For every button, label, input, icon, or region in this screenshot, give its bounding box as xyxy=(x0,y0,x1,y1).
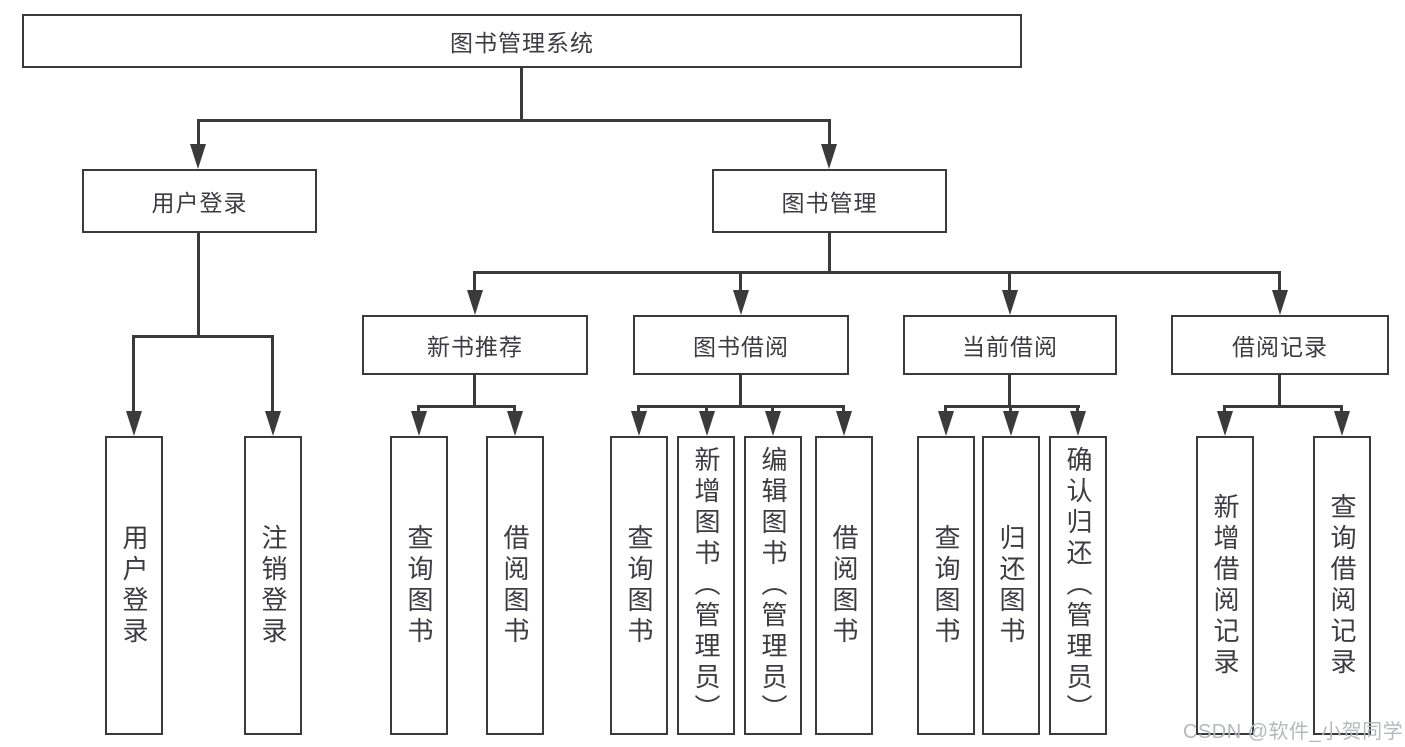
leaf-label: 编辑图书（管理员） xyxy=(758,446,788,725)
leaf-edit-books-admin: 编辑图书（管理员） xyxy=(744,436,802,735)
connector-leaf-stem xyxy=(705,405,708,415)
connector-root-bar xyxy=(197,119,831,122)
leaf-label: 新增图书（管理员） xyxy=(691,446,721,725)
connector-user-login-bar xyxy=(132,335,274,338)
leaf-query-books-borrowing: 查询图书 xyxy=(610,436,668,735)
leaf-label: 查询借阅记录 xyxy=(1327,492,1357,679)
connector-leaf-stem xyxy=(637,405,640,415)
arrow-down-icon xyxy=(938,411,954,436)
leaf-label: 查询图书 xyxy=(404,523,434,648)
leaf-query-borrow-record: 查询借阅记录 xyxy=(1313,436,1371,735)
arrow-down-icon xyxy=(467,290,483,315)
node-user-login-label: 用户登录 xyxy=(151,190,248,216)
connector-section-stem xyxy=(1008,271,1011,292)
arrow-down-icon xyxy=(765,411,781,436)
node-label: 当前借阅 xyxy=(962,334,1058,360)
arrow-down-icon xyxy=(1003,411,1019,436)
connector-section-down xyxy=(473,375,476,405)
leaf-label: 借阅图书 xyxy=(829,523,859,648)
connector-book-management-down xyxy=(828,233,831,271)
arrow-down-icon xyxy=(126,411,142,436)
leaf-label: 注销登录 xyxy=(258,523,288,648)
connector-section-stem xyxy=(473,271,476,292)
connector-leaves-bar xyxy=(944,405,1080,408)
leaf-user-login: 用户登录 xyxy=(105,436,163,735)
arrow-down-icon xyxy=(836,411,852,436)
leaf-add-borrow-record: 新增借阅记录 xyxy=(1196,436,1254,735)
arrow-down-icon xyxy=(1272,290,1288,315)
node-book-management-label: 图书管理 xyxy=(781,190,878,216)
connector-leaves-bar xyxy=(1223,405,1343,408)
arrow-down-icon xyxy=(1070,411,1086,436)
node-root-label: 图书管理系统 xyxy=(450,30,594,56)
node-book-borrowing: 图书借阅 xyxy=(633,315,849,375)
arrow-down-icon xyxy=(190,144,206,169)
connector-section-down xyxy=(1008,375,1011,405)
arrow-down-icon xyxy=(1002,290,1018,315)
arrow-down-icon xyxy=(631,411,647,436)
node-current-borrowing: 当前借阅 xyxy=(903,315,1117,375)
connector-leaf-stem xyxy=(944,405,947,415)
connector-section-stem xyxy=(739,271,742,292)
leaf-label: 借阅图书 xyxy=(500,523,530,648)
connector-leaf-stem xyxy=(132,335,135,413)
connector-leaves-bar xyxy=(417,405,516,408)
connector-leaf-stem xyxy=(842,405,845,415)
connector-leaf-stem xyxy=(513,405,516,415)
leaf-borrow-books: 借阅图书 xyxy=(815,436,873,735)
connector-section-down xyxy=(1278,375,1281,405)
arrow-down-icon xyxy=(265,411,281,436)
arrow-down-icon xyxy=(699,411,715,436)
leaf-label: 查询图书 xyxy=(624,523,654,648)
node-user-login: 用户登录 xyxy=(82,169,317,233)
leaf-add-books-admin: 新增图书（管理员） xyxy=(677,436,735,735)
connector-leaves-bar xyxy=(637,405,845,408)
arrow-down-icon xyxy=(821,144,837,169)
connector-leaf-stem xyxy=(1223,405,1226,415)
connector-leaf-stem xyxy=(1076,405,1079,415)
node-book-management: 图书管理 xyxy=(712,169,947,233)
node-new-book-recommend: 新书推荐 xyxy=(362,315,588,375)
arrow-down-icon xyxy=(1217,411,1233,436)
leaf-query-books-current: 查询图书 xyxy=(917,436,975,735)
leaf-label: 确认归还（管理员） xyxy=(1063,446,1093,725)
arrow-down-icon xyxy=(507,411,523,436)
connector-section-stem xyxy=(1278,271,1281,292)
leaf-query-books-recommend: 查询图书 xyxy=(390,436,448,735)
node-label: 图书借阅 xyxy=(693,334,789,360)
leaf-borrow-books-recommend: 借阅图书 xyxy=(486,436,544,735)
arrow-down-icon xyxy=(733,290,749,315)
leaf-return-books: 归还图书 xyxy=(982,436,1040,735)
connector-root-stem xyxy=(520,68,523,119)
connector-leaf-stem xyxy=(271,335,274,413)
watermark-text: CSDN @软件_小贺同学 xyxy=(1183,721,1404,743)
connector-user-login-down xyxy=(197,233,200,335)
connector-user-login-stem xyxy=(197,119,200,147)
node-borrowing-records: 借阅记录 xyxy=(1171,315,1389,375)
node-root: 图书管理系统 xyxy=(22,14,1022,68)
node-label: 新书推荐 xyxy=(427,334,523,360)
arrow-down-icon xyxy=(411,411,427,436)
leaf-confirm-return-admin: 确认归还（管理员） xyxy=(1049,436,1107,735)
leaf-label: 查询图书 xyxy=(931,523,961,648)
leaf-label: 新增借阅记录 xyxy=(1210,492,1240,679)
node-label: 借阅记录 xyxy=(1232,334,1328,360)
connector-leaf-stem xyxy=(1009,405,1012,415)
arrow-down-icon xyxy=(1334,411,1350,436)
leaf-label: 归还图书 xyxy=(996,523,1026,648)
connector-section-down xyxy=(739,375,742,405)
connector-sections-bar xyxy=(473,271,1281,274)
leaf-label: 用户登录 xyxy=(119,523,149,648)
connector-leaf-stem xyxy=(417,405,420,415)
leaf-logout: 注销登录 xyxy=(244,436,302,735)
connector-book-management-stem xyxy=(828,119,831,147)
connector-leaf-stem xyxy=(1340,405,1343,415)
connector-leaf-stem xyxy=(771,405,774,415)
